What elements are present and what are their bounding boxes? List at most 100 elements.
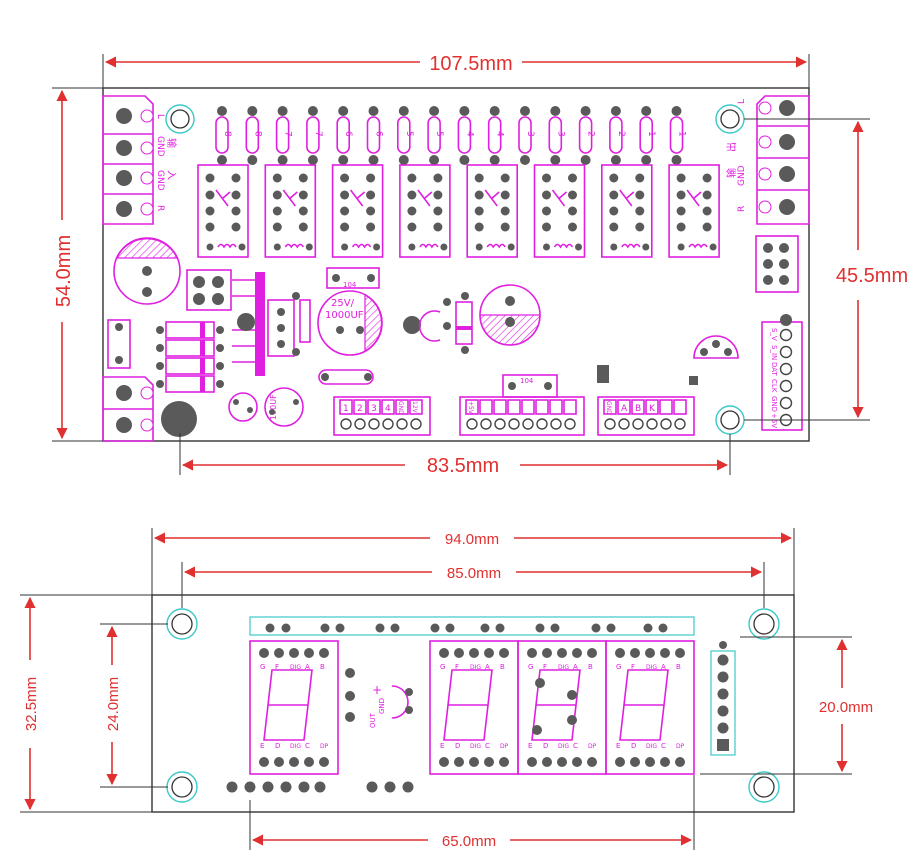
- resistor-pad: [610, 106, 621, 116]
- segment-label-bottom: E: [528, 742, 532, 750]
- segment-label-top: F: [543, 663, 547, 671]
- relay-number-label: 2: [616, 131, 626, 137]
- connector-pin-label: 1: [343, 404, 349, 414]
- main-capacitor-voltage: 25V/: [331, 298, 355, 309]
- left-terminal-label-r: R: [155, 205, 165, 211]
- segment-label-top: A: [573, 663, 578, 671]
- left-terminal-label-gnd: GND: [155, 136, 165, 157]
- relay-number-label: 8: [222, 131, 232, 137]
- pad-block-2x2: [186, 269, 232, 311]
- resistor-pad: [550, 106, 561, 116]
- small-capacitor-bottom: 100UF: [228, 387, 304, 427]
- relay-number-label: 1: [677, 131, 687, 137]
- resistor-pad: [641, 155, 652, 165]
- edge-pad: [244, 781, 256, 793]
- connector-pin-label: B: [635, 404, 641, 414]
- relay-number-label: 8: [252, 131, 262, 137]
- display-strip-pad: [375, 623, 385, 633]
- right-transistor: [689, 335, 739, 385]
- small-smd-part: [597, 365, 609, 383]
- resistor-body: [396, 116, 411, 154]
- segment-label-top: F: [455, 663, 459, 671]
- segment-label-bottom: C: [305, 742, 310, 750]
- relay-number-label: 7: [313, 131, 323, 137]
- display-strip-pad: [591, 623, 601, 633]
- display-strip-pad: [430, 623, 440, 633]
- segment-label-top: G: [616, 663, 621, 671]
- resistor-pad: [368, 155, 379, 165]
- side-connector-label: S_IN: [770, 345, 778, 360]
- resistor-pad: [520, 106, 530, 116]
- connector-pin-label: 2: [357, 404, 363, 414]
- segment-label-bottom: DP: [320, 743, 329, 750]
- bottom-board-outline: [151, 594, 795, 813]
- resistor-pad: [429, 106, 440, 116]
- resistor-pad: [520, 155, 530, 165]
- edge-pad: [262, 781, 274, 793]
- resistor-pad: [671, 106, 682, 116]
- segment-label-bottom: DP: [676, 743, 685, 750]
- top-dimensions: 107.5mm 54.0mm 83.5mm 45.5mm: [52, 53, 908, 477]
- right-terminal-label-gnd: GND: [737, 165, 747, 186]
- ir-label-gnd: GND: [378, 698, 386, 714]
- segment-label-bottom: C: [573, 742, 578, 750]
- segment-label-top: A: [661, 663, 666, 671]
- relay-number-label: 5: [434, 131, 444, 137]
- resistor-pad: [580, 155, 591, 165]
- side-connector-label: DAT: [770, 362, 778, 377]
- right-terminal-label-r: R: [737, 206, 747, 212]
- connector-pin-label: A: [621, 404, 628, 414]
- edge-pad: [280, 781, 292, 793]
- left-terminal-cn2: 入: [165, 170, 176, 180]
- resistor-body: [669, 116, 684, 154]
- header-2x3: [755, 235, 799, 293]
- relay-number-label: 7: [283, 131, 293, 137]
- edge-pad: [298, 781, 310, 793]
- resistor-body: [639, 116, 654, 154]
- segment-label-top: F: [631, 663, 635, 671]
- pin-header-connector: +5V: [459, 396, 585, 436]
- resistor-body: [518, 116, 532, 154]
- resistor-pad: [671, 155, 682, 165]
- bottom-dimensions: 94.0mm 85.0mm 32.5mm 24.0mm 65.0mm 20.0m…: [20, 528, 873, 850]
- top-height-label: 54.0mm: [53, 235, 75, 307]
- segment-label-bottom: E: [440, 742, 444, 750]
- ir-receiver: OUT GND +: [345, 668, 413, 728]
- resistor-body: [306, 116, 320, 154]
- right-capacitor: [479, 284, 541, 346]
- display-strip-pad: [281, 623, 291, 633]
- relay: [600, 164, 653, 258]
- segment-label-top: DIG: [558, 664, 569, 671]
- resistor-pad: [459, 106, 470, 116]
- bottom-mounting-holes: [166, 608, 780, 803]
- connector-pin-label: 4: [385, 404, 391, 414]
- segment-label-bottom: DIG: [558, 743, 569, 750]
- display-strip-pad: [495, 623, 505, 633]
- bottom-height-label: 32.5mm: [23, 677, 40, 731]
- display-strip-pad: [643, 623, 653, 633]
- segment-label-top: A: [305, 663, 310, 671]
- segment-label-bottom: DIG: [646, 743, 657, 750]
- side-connector-label: GND: [770, 396, 778, 412]
- relay: [264, 164, 317, 258]
- side-connector-label: +5V: [770, 413, 778, 428]
- relay-number-label: 4: [495, 131, 505, 137]
- resistor-body: [427, 116, 441, 154]
- right-terminal-cn2: 输: [725, 168, 738, 178]
- segment-label-bottom: DP: [588, 743, 597, 750]
- display-span-label: 65.0mm: [442, 833, 496, 850]
- relay: [668, 164, 720, 258]
- cap-104-upper: 104: [326, 267, 380, 289]
- display-strip-pad: [535, 623, 545, 633]
- relay-number-label: 3: [555, 131, 565, 137]
- segment-label-top: F: [275, 663, 279, 671]
- segment-label-top: DIG: [290, 664, 301, 671]
- segment-label-bottom: C: [661, 742, 666, 750]
- relay-number-label: 2: [586, 131, 596, 137]
- bottom-hole-span-label: 85.0mm: [447, 565, 501, 582]
- segment-label-bottom: D: [631, 742, 636, 750]
- top-board-outline: [102, 87, 810, 442]
- bottom-resistor: [318, 369, 374, 385]
